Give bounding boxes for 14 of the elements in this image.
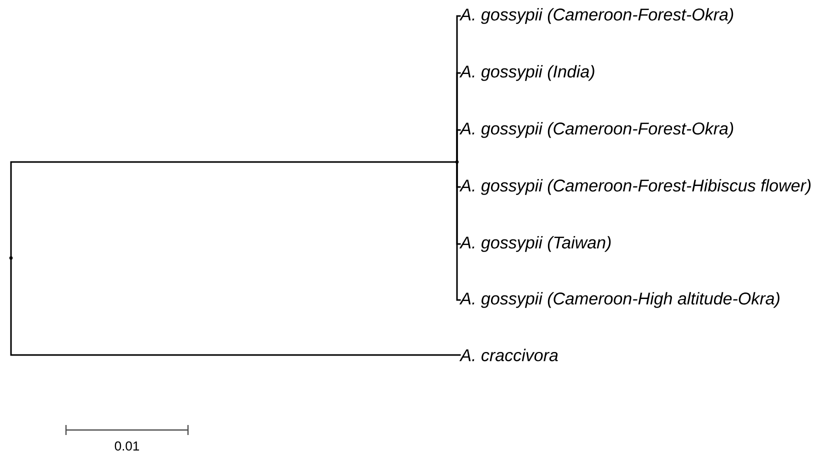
taxon-label: A. craccivora [459,348,558,362]
tree-branch [456,161,461,301]
branch-point [455,160,459,164]
tree-branch [10,257,461,356]
scale-label: 0.01 [114,441,140,451]
taxon-label: A. gossypii (Cameroon-Forest-Okra) [459,122,734,138]
tree-branch [10,161,458,259]
taxon-label: A. gossypii (Cameroon-Forest-Okra) [459,8,734,24]
taxon-label: A. gossypii (India) [459,65,594,81]
taxon-label: A. gossypii (Cameroon-Forest-Hibiscus flower) [459,179,811,195]
taxon-label: A. gossypii (Taiwan) [459,236,611,252]
taxon-label: A. gossypii (Cameroon-High altitude-Okra) [459,292,780,308]
branch-point [9,256,13,260]
tree-branch [456,129,461,163]
